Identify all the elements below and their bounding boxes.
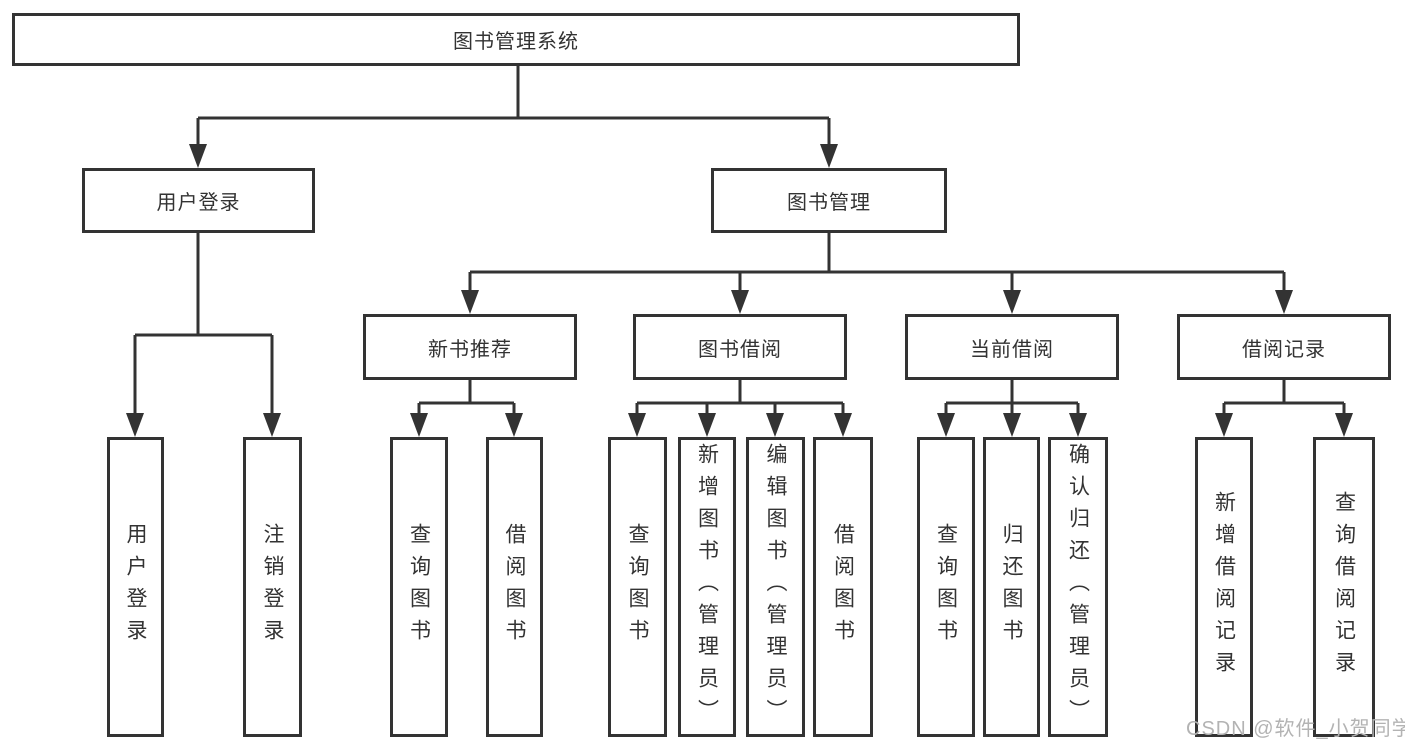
leaf-query-books-current: 查询图书	[917, 437, 975, 737]
node-borrowing-records-label: 借阅记录	[1242, 338, 1326, 361]
node-current-borrowing: 当前借阅	[905, 314, 1119, 380]
leaf-confirm-return-admin: 确认归还（管理员）	[1048, 437, 1108, 737]
leaf-query-borrow-record: 查询借阅记录	[1313, 437, 1375, 737]
leaf-add-borrow-record-label: 新增借阅记录	[1212, 491, 1236, 683]
node-borrowing-records: 借阅记录	[1177, 314, 1391, 380]
node-library-management-system: 图书管理系统	[12, 13, 1020, 66]
node-new-book-recommendation-label: 新书推荐	[428, 338, 512, 361]
leaf-borrow-books-label: 借阅图书	[831, 523, 855, 651]
node-book-management-label: 图书管理	[787, 192, 871, 214]
leaf-return-books-label: 归还图书	[1000, 523, 1023, 651]
leaf-add-books-admin: 新增图书（管理员）	[678, 437, 736, 737]
leaf-query-books-current-label: 查询图书	[934, 523, 958, 651]
leaf-query-books-borrowing-label: 查询图书	[626, 523, 649, 651]
leaf-query-books-recommend: 查询图书	[390, 437, 448, 737]
leaf-query-borrow-record-label: 查询借阅记录	[1332, 491, 1356, 683]
leaf-edit-books-admin-label: 编辑图书（管理员）	[764, 443, 787, 731]
leaf-return-books: 归还图书	[983, 437, 1040, 737]
leaf-query-books-borrowing: 查询图书	[608, 437, 667, 737]
leaf-user-login-label: 用户登录	[124, 523, 147, 651]
node-book-borrowing-label: 图书借阅	[698, 338, 782, 361]
leaf-edit-books-admin: 编辑图书（管理员）	[746, 437, 805, 737]
leaf-logout-label: 注销登录	[261, 523, 284, 651]
leaf-query-books-recommend-label: 查询图书	[407, 523, 431, 651]
leaf-user-login: 用户登录	[107, 437, 164, 737]
leaf-confirm-return-admin-label: 确认归还（管理员）	[1066, 443, 1090, 731]
node-book-borrowing: 图书借阅	[633, 314, 847, 380]
watermark: CSDN @软件_小贺同学	[1186, 718, 1405, 740]
node-new-book-recommendation: 新书推荐	[363, 314, 577, 380]
leaf-borrow-books-recommend-label: 借阅图书	[503, 523, 526, 651]
node-current-borrowing-label: 当前借阅	[970, 338, 1054, 361]
node-user-login-label: 用户登录	[156, 192, 241, 214]
leaf-borrow-books-recommend: 借阅图书	[486, 437, 543, 737]
node-book-management: 图书管理	[711, 168, 947, 233]
leaf-borrow-books: 借阅图书	[813, 437, 873, 737]
node-library-management-system-label: 图书管理系统	[453, 31, 579, 53]
leaf-add-books-admin-label: 新增图书（管理员）	[695, 443, 719, 731]
leaf-logout: 注销登录	[243, 437, 302, 737]
node-user-login: 用户登录	[82, 168, 315, 233]
leaf-add-borrow-record: 新增借阅记录	[1195, 437, 1253, 737]
